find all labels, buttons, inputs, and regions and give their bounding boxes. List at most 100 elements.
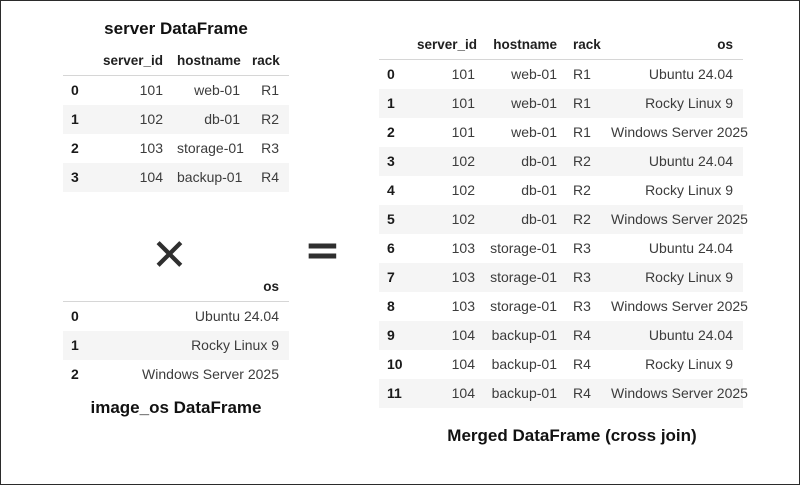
table-row: 3 104 backup-01 R4 bbox=[63, 162, 289, 192]
image-os-dataframe-table: os 0 Ubuntu 24.04 1 Rocky Linux 9 2 Wind… bbox=[63, 279, 289, 389]
row-index: 1 bbox=[71, 337, 79, 353]
cell-hostname: backup-01 bbox=[491, 385, 557, 401]
table-row: 7 103 storage-01 R3 Rocky Linux 9 bbox=[379, 262, 743, 292]
row-index: 9 bbox=[387, 327, 395, 343]
cell-server_id: 103 bbox=[139, 140, 163, 156]
server-dataframe-title: server DataFrame bbox=[104, 19, 248, 38]
table-row: 2 Windows Server 2025 bbox=[63, 360, 289, 389]
cell-hostname: storage-01 bbox=[490, 298, 557, 314]
server-table-body: 0 101 web-01 R1 1 102 db-01 R2 2 103 sto… bbox=[63, 76, 289, 192]
cell-hostname: web-01 bbox=[194, 82, 240, 99]
cell-rack: R2 bbox=[573, 153, 591, 169]
row-index: 2 bbox=[71, 140, 79, 156]
table-row: 1 Rocky Linux 9 bbox=[63, 330, 289, 360]
cell-server_id: 101 bbox=[451, 66, 475, 83]
column-header-server_id: server_id bbox=[417, 37, 489, 60]
row-index: 0 bbox=[71, 308, 79, 325]
cell-os: Rocky Linux 9 bbox=[645, 95, 733, 111]
cell-server_id: 103 bbox=[451, 240, 475, 256]
row-index: 5 bbox=[387, 211, 395, 227]
column-header-index bbox=[379, 37, 417, 60]
column-header-index bbox=[63, 53, 97, 76]
cell-rack: R4 bbox=[573, 385, 591, 401]
column-header-hostname: hostname bbox=[177, 53, 252, 76]
table-row: 8 103 storage-01 R3 Windows Server 2025 bbox=[379, 292, 748, 321]
cell-rack: R1 bbox=[573, 124, 591, 140]
cell-os: Rocky Linux 9 bbox=[191, 337, 279, 353]
table-row: 9 104 backup-01 R4 Ubuntu 24.04 bbox=[379, 320, 743, 350]
cell-server_id: 104 bbox=[451, 385, 475, 401]
table-row: 11 104 backup-01 R4 Windows Server 2025 bbox=[379, 378, 748, 408]
row-index: 1 bbox=[387, 95, 395, 111]
column-header-index bbox=[63, 279, 97, 302]
cell-server_id: 104 bbox=[139, 169, 163, 185]
cell-hostname: db-01 bbox=[204, 111, 240, 127]
cell-os: Rocky Linux 9 bbox=[645, 182, 733, 198]
row-index: 11 bbox=[387, 385, 402, 401]
cell-rack: R2 bbox=[573, 182, 591, 198]
row-index: 1 bbox=[71, 111, 79, 127]
image-os-dataframe-title: image_os DataFrame bbox=[90, 398, 262, 417]
merged-table-header: server_id hostname rack os bbox=[379, 37, 743, 60]
row-index: 3 bbox=[71, 169, 79, 185]
cell-rack: R4 bbox=[573, 327, 591, 343]
cell-hostname: storage-01 bbox=[177, 140, 244, 156]
cell-hostname: web-01 bbox=[511, 66, 557, 83]
cell-hostname: web-01 bbox=[511, 95, 557, 111]
cell-hostname: backup-01 bbox=[177, 169, 243, 185]
cell-rack: R4 bbox=[261, 169, 279, 185]
cell-server_id: 101 bbox=[451, 124, 475, 140]
table-row: 10 104 backup-01 R4 Rocky Linux 9 bbox=[379, 350, 743, 379]
column-header-os: os bbox=[611, 37, 743, 60]
cell-rack: R1 bbox=[261, 82, 279, 99]
column-header-os: os bbox=[97, 279, 289, 302]
image-os-table-body: 0 Ubuntu 24.04 1 Rocky Linux 9 2 Windows… bbox=[63, 302, 289, 389]
cell-os: Windows Server 2025 bbox=[611, 124, 748, 140]
cell-server_id: 104 bbox=[451, 327, 475, 343]
table-header-row: server_id hostname rack bbox=[63, 53, 289, 76]
merged-dataframe-table: server_id hostname rack os 0 101 web-01 … bbox=[379, 37, 748, 408]
row-index: 10 bbox=[387, 356, 403, 372]
cell-rack: R4 bbox=[573, 356, 591, 372]
column-header-server_id: server_id bbox=[97, 53, 177, 76]
table-row: 4 102 db-01 R2 Rocky Linux 9 bbox=[379, 176, 743, 205]
cell-os: Windows Server 2025 bbox=[611, 298, 748, 314]
row-index: 8 bbox=[387, 298, 395, 314]
table-row: 6 103 storage-01 R3 Ubuntu 24.04 bbox=[379, 234, 743, 263]
merged-dataframe-title: Merged DataFrame (cross join) bbox=[447, 426, 697, 445]
equals-icon: = bbox=[304, 225, 341, 276]
cell-rack: R3 bbox=[261, 140, 279, 156]
cell-os: Ubuntu 24.04 bbox=[648, 240, 733, 256]
cell-os: Windows Server 2025 bbox=[142, 366, 279, 382]
cell-hostname: db-01 bbox=[521, 211, 557, 227]
table-header-row: server_id hostname rack os bbox=[379, 37, 743, 60]
cell-hostname: storage-01 bbox=[490, 269, 557, 285]
cell-os: Rocky Linux 9 bbox=[645, 356, 733, 372]
table-row: 2 101 web-01 R1 Windows Server 2025 bbox=[379, 118, 748, 147]
image-os-table-header: os bbox=[63, 279, 289, 302]
cell-server_id: 104 bbox=[451, 356, 475, 372]
cell-rack: R3 bbox=[573, 298, 591, 314]
cell-os: Ubuntu 24.04 bbox=[648, 327, 733, 343]
cell-rack: R3 bbox=[573, 269, 591, 285]
table-row: 2 103 storage-01 R3 bbox=[63, 134, 289, 163]
merged-table-body: 0 101 web-01 R1 Ubuntu 24.04 1 101 web-0… bbox=[379, 60, 748, 408]
table-row: 1 101 web-01 R1 Rocky Linux 9 bbox=[379, 88, 743, 118]
cell-rack: R2 bbox=[261, 111, 279, 127]
cell-os: Ubuntu 24.04 bbox=[648, 153, 733, 169]
cell-os: Rocky Linux 9 bbox=[645, 269, 733, 285]
cell-server_id: 102 bbox=[451, 182, 475, 198]
table-header-row: os bbox=[63, 279, 289, 302]
multiply-icon: ✕ bbox=[151, 230, 188, 281]
table-row: 5 102 db-01 R2 Windows Server 2025 bbox=[379, 204, 748, 234]
cell-hostname: db-01 bbox=[521, 182, 557, 198]
cell-rack: R1 bbox=[573, 95, 591, 111]
column-header-rack: rack bbox=[252, 53, 289, 76]
cell-os: Ubuntu 24.04 bbox=[194, 308, 279, 325]
column-header-hostname: hostname bbox=[489, 37, 569, 60]
cell-hostname: storage-01 bbox=[490, 240, 557, 256]
server-dataframe-table: server_id hostname rack 0 101 web-01 R1 … bbox=[63, 53, 289, 192]
table-row: 0 101 web-01 R1 bbox=[63, 76, 289, 105]
row-index: 6 bbox=[387, 240, 395, 256]
